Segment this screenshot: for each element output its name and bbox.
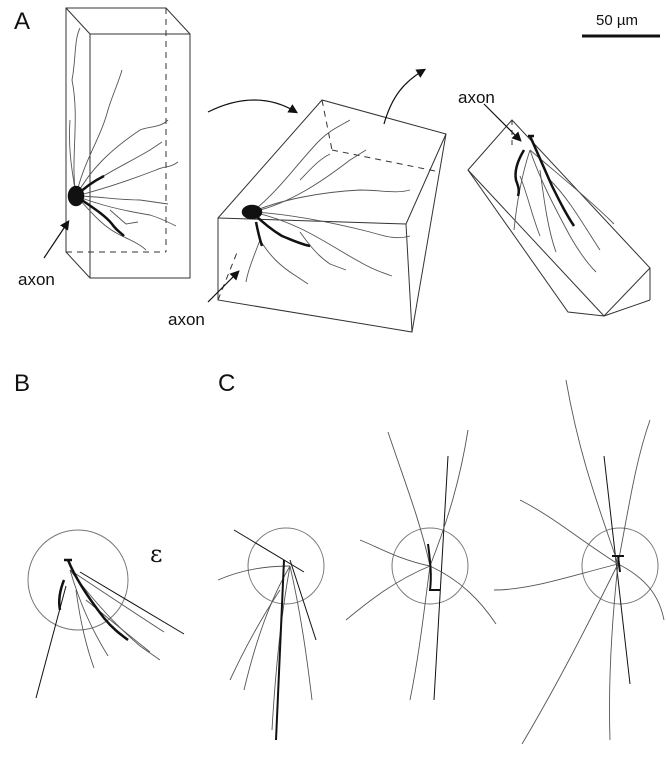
panel-c-line-1b xyxy=(290,560,316,640)
axon-arrow-2 xyxy=(208,272,238,302)
axon-arrow-1 xyxy=(44,222,68,258)
rotation-arrow-1 xyxy=(208,100,296,112)
panel-b-line-1 xyxy=(80,572,184,634)
neuron-2-soma-axon xyxy=(243,206,310,246)
neuron-1-soma-axon xyxy=(69,176,124,236)
box-3 xyxy=(468,120,650,316)
rotation-arrow-2 xyxy=(384,70,424,124)
axon-arrow-3 xyxy=(484,104,520,140)
neuron-1-dendrites xyxy=(69,28,178,250)
panel-c-neuron-3-soma xyxy=(612,556,624,572)
panel-c-line-2 xyxy=(434,456,448,700)
panel-c-line-1a xyxy=(234,530,304,572)
panel-c-neuron-2-dendrites xyxy=(346,430,496,700)
panel-c-neuron-1-dendrites xyxy=(218,566,312,730)
panel-b-line-2 xyxy=(36,586,66,698)
box-1 xyxy=(66,8,190,278)
panel-b-dendrites xyxy=(70,570,164,668)
panel-c-neuron-1-axon xyxy=(276,560,284,740)
panel-c-neuron-2-soma xyxy=(428,544,440,590)
neuron-2-dendrites xyxy=(246,120,410,284)
panel-c-neuron-3-dendrites xyxy=(494,380,664,744)
neuron-3-soma-axon xyxy=(515,136,574,226)
